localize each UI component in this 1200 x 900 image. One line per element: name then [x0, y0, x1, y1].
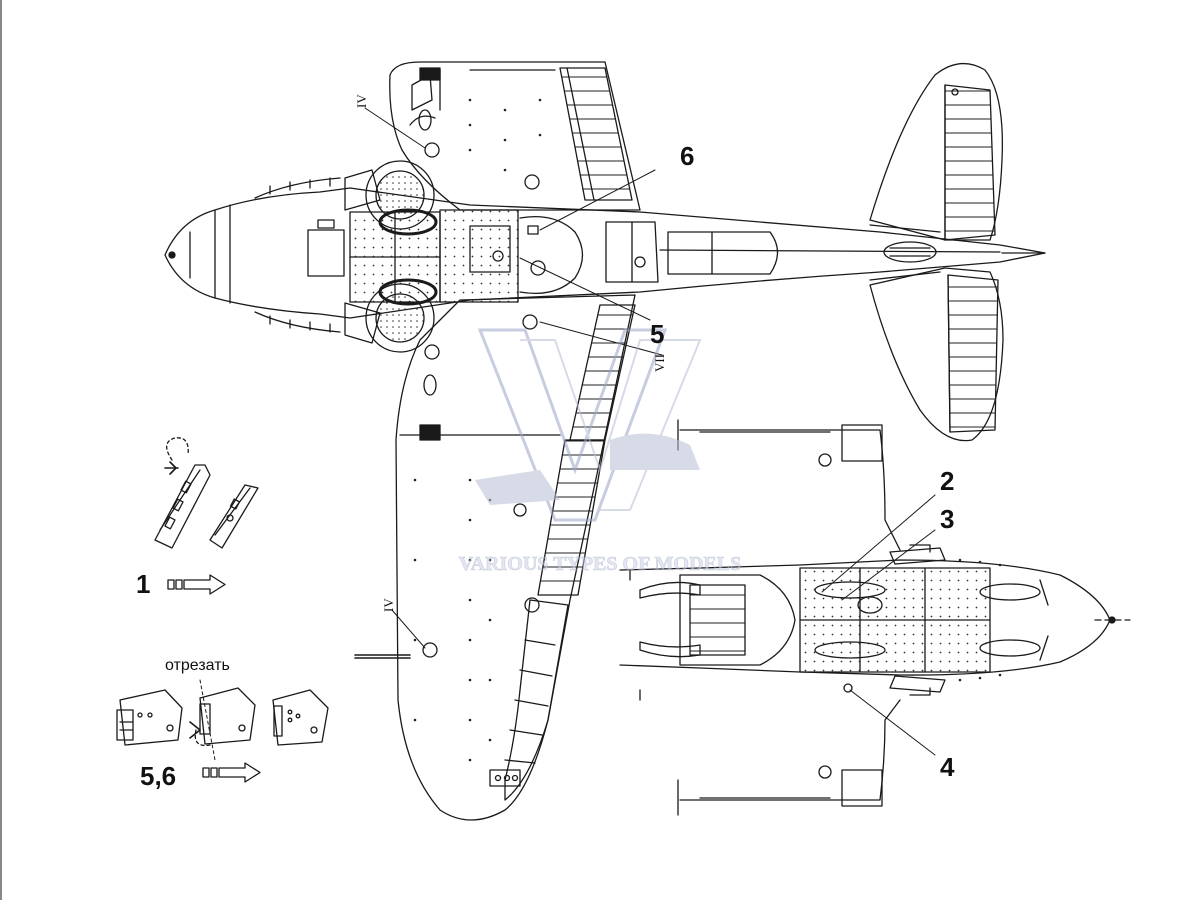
- aircraft-main-view: [164, 61, 1046, 821]
- watermark-text: VARIOUS TYPES OF MODELS: [459, 553, 741, 575]
- cut-instruction: отрезать: [165, 657, 230, 674]
- stabilizer-lower: [869, 267, 1004, 442]
- lower-wing-outline: [395, 294, 636, 821]
- upper-flap: [559, 67, 633, 201]
- detail-wing-top: [679, 429, 901, 551]
- callout-6: 6: [680, 141, 694, 171]
- callout-4: 4: [940, 752, 955, 782]
- lower-aileron: [504, 599, 569, 801]
- part-56-inset: [116, 679, 329, 783]
- roman-iv-bottom: IV: [381, 598, 396, 612]
- horizontal-stabilizer: [869, 63, 1046, 442]
- roman-iv-top: IV: [354, 94, 369, 108]
- forward-fuselage-detail: [619, 419, 1131, 816]
- part-1-inset: [154, 437, 259, 595]
- roman-vii: VII: [652, 354, 667, 372]
- callout-5-6: 5,6: [140, 761, 176, 791]
- callout-1: 1: [136, 569, 150, 599]
- stabilizer-upper: [869, 63, 1004, 241]
- upper-wing-outline: [389, 61, 641, 211]
- callout-2: 2: [940, 466, 954, 496]
- detail-wing-bottom: [679, 699, 901, 801]
- callout-5: 5: [650, 319, 664, 349]
- callout-3: 3: [940, 504, 954, 534]
- watermark: VARIOUS TYPES OF MODELS: [458, 328, 742, 575]
- lower-flap: [569, 304, 636, 441]
- leader-lines: [364, 107, 936, 756]
